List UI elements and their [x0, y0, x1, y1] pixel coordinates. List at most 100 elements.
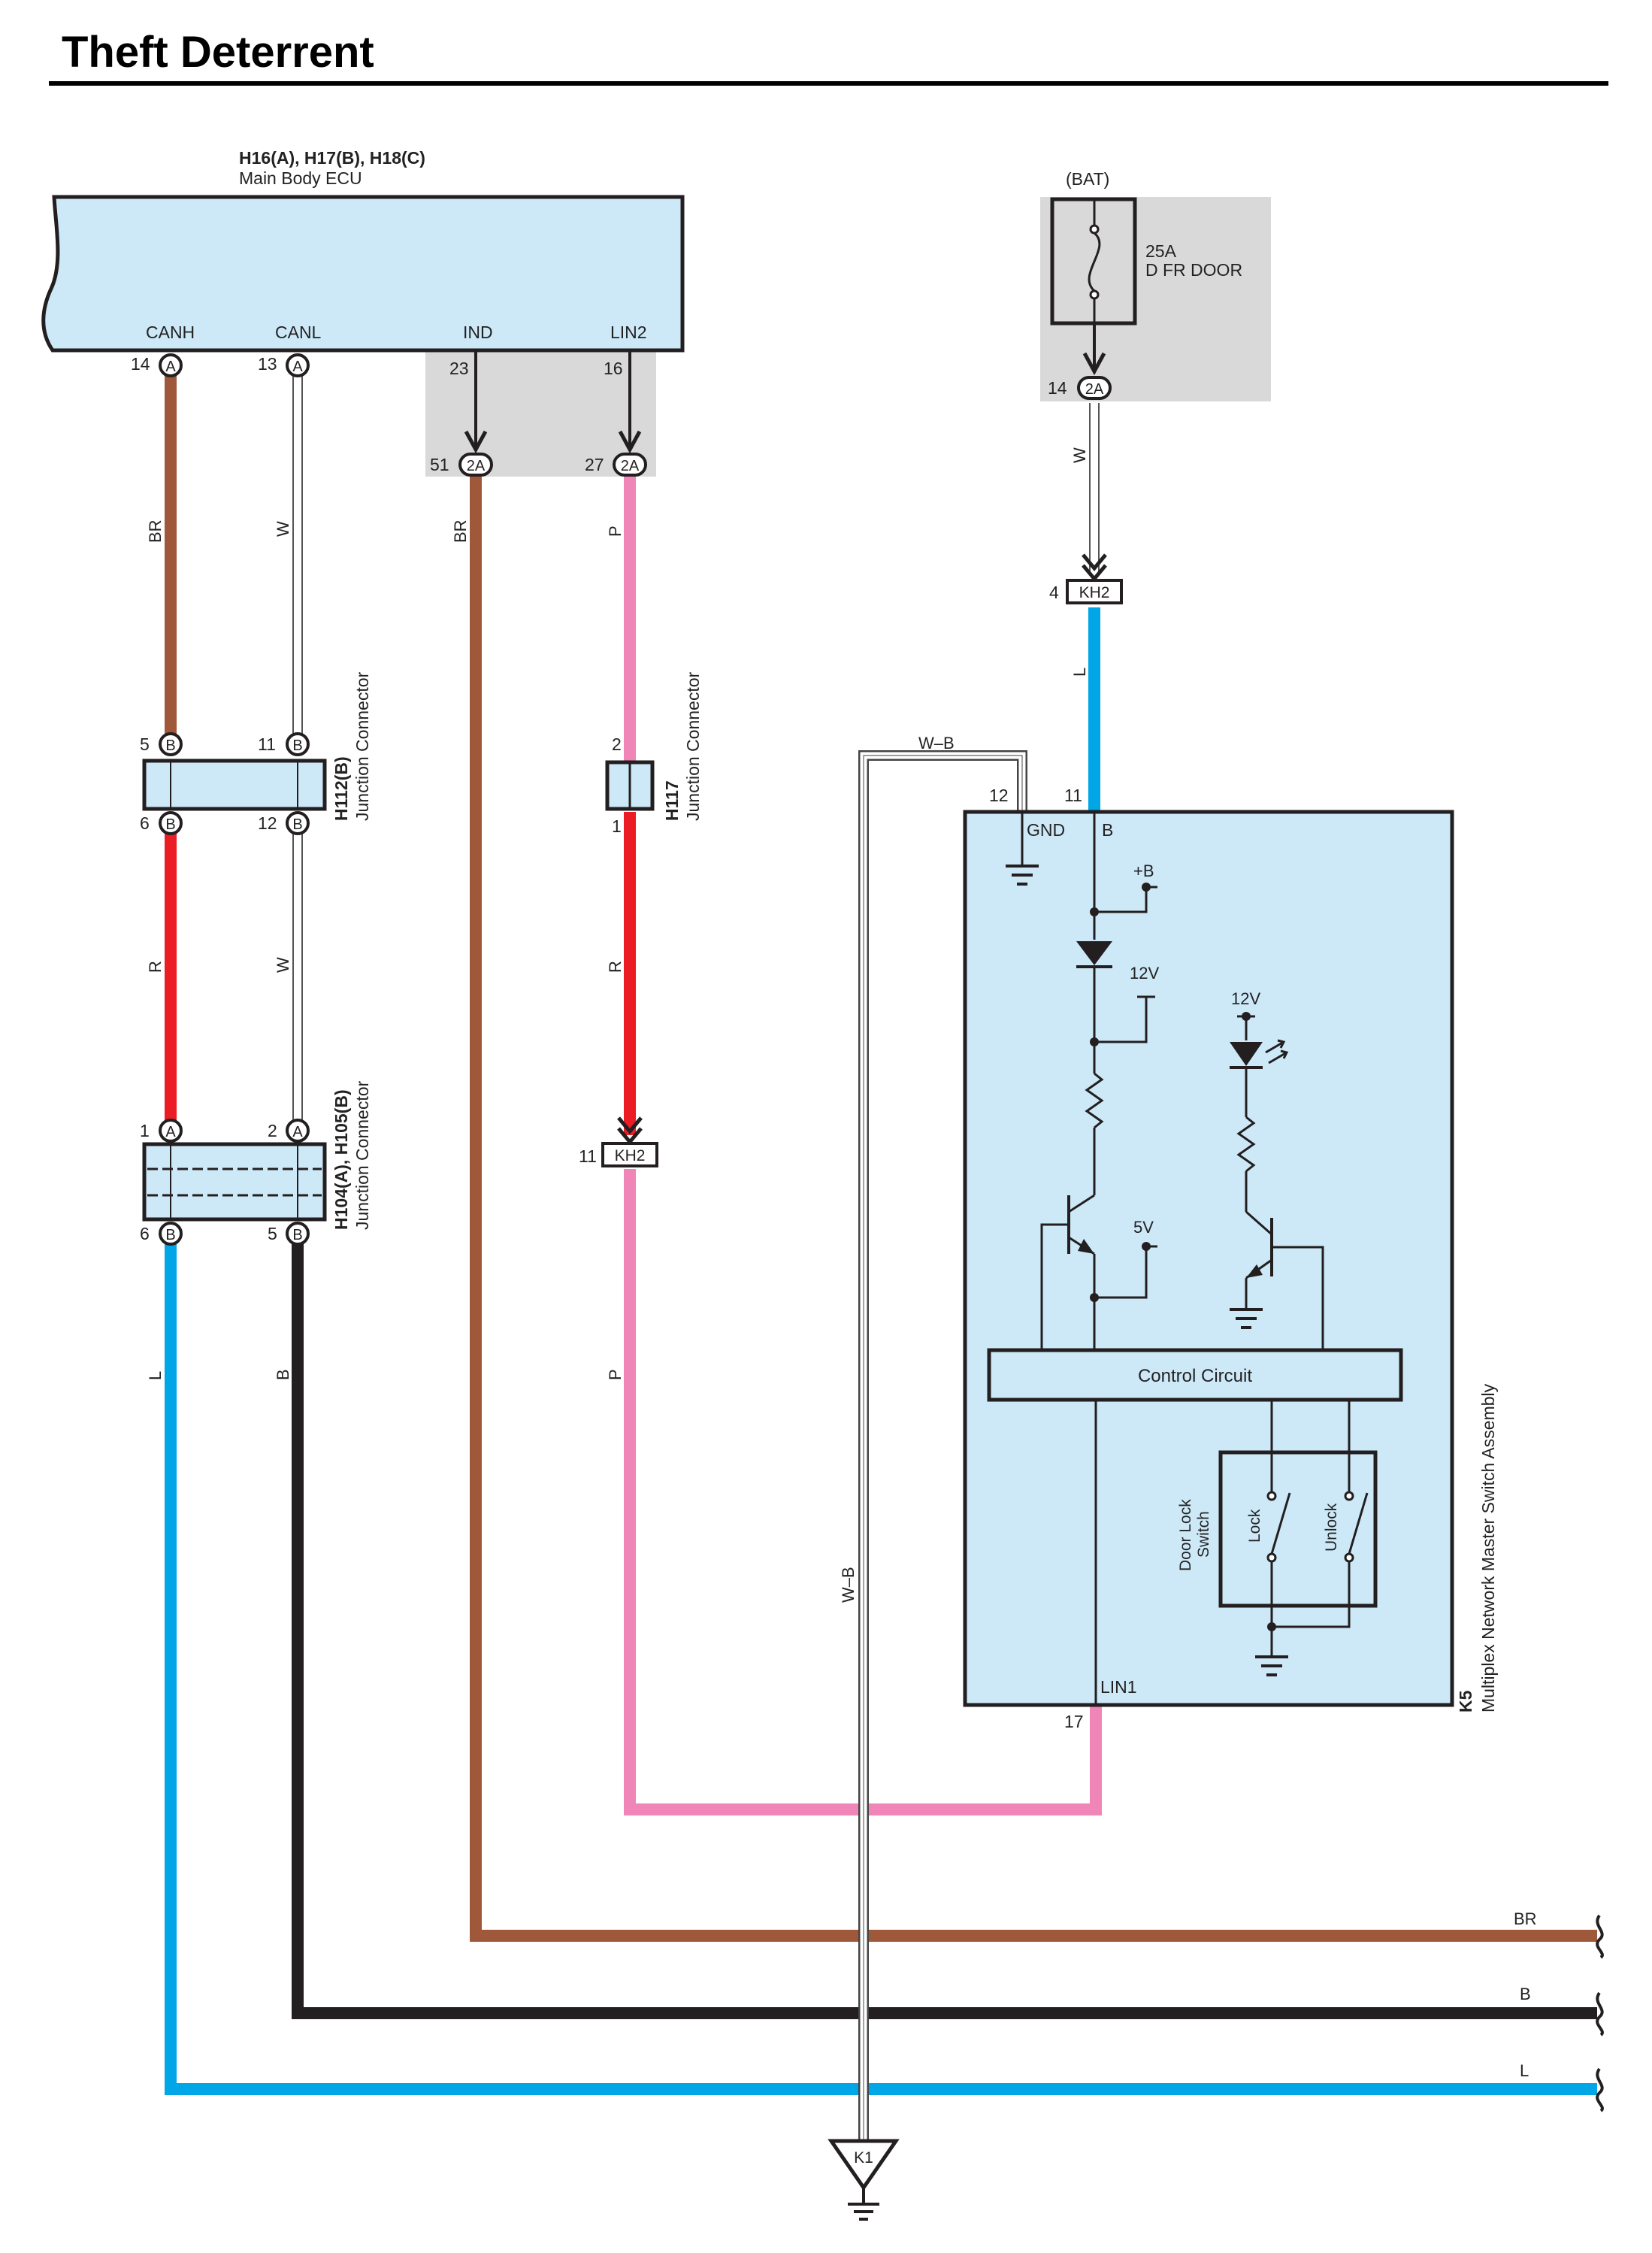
- h112-pin12: [286, 811, 310, 835]
- k5-num-b: 11: [1064, 786, 1082, 805]
- k5-led: [1230, 1042, 1263, 1066]
- k5-resistor-1: [1085, 1072, 1104, 1129]
- k5-unlock-contact-bottom: [1344, 1552, 1354, 1563]
- k5-code: K5: [1456, 1690, 1475, 1712]
- kh2-bat-num: 4: [1049, 583, 1059, 602]
- ecu-pin-lin2: LIN2: [610, 323, 647, 342]
- wire-label-p-lower: P: [606, 1369, 625, 1380]
- h112-pin5: [159, 732, 183, 756]
- continuation-b: [1596, 1991, 1604, 2036]
- k5-plusb-label: +B: [1133, 862, 1154, 880]
- k5-tr1-collector: [1068, 1194, 1095, 1213]
- h117-code: H117: [662, 780, 682, 821]
- wire-label-wb-top: W–B: [918, 734, 955, 753]
- wire-label-ind-br: BR: [451, 519, 470, 543]
- ecu-num-ind: 23: [449, 359, 469, 378]
- kh2-lin-num: 11: [579, 1146, 597, 1166]
- kh2-bat-label: KH2: [1079, 584, 1110, 601]
- jc-2a-lin2-pill: [613, 453, 647, 477]
- h112-pin6: [159, 811, 183, 835]
- wire-label-wb-vertical: W–B: [839, 1567, 858, 1603]
- ecu-num-canh: 14: [131, 354, 150, 374]
- k5-resistor-2: [1236, 1116, 1256, 1173]
- k5-5v-label: 5V: [1133, 1218, 1154, 1237]
- page-title: Theft Deterrent: [62, 28, 374, 77]
- k5-led-ray-1: [1265, 1039, 1286, 1054]
- wire-label-r-left: R: [146, 961, 165, 973]
- k5-5v-branch: [1094, 1246, 1148, 1299]
- k5-tr2-arrow: [1246, 1264, 1263, 1278]
- kh2-lin-box: [601, 1142, 658, 1167]
- h104-name: Junction Connector: [352, 1080, 372, 1230]
- h104-pin2-conn: A: [292, 1124, 303, 1140]
- ecu-pin-canh-conn: A: [165, 359, 176, 375]
- k5-name: Multiplex Network Master Switch Assembly: [1478, 1383, 1498, 1712]
- k5-12v-branch: [1094, 997, 1148, 1043]
- k5-tr2-collector: [1245, 1210, 1272, 1236]
- jc-2a-bat-pill: [1077, 376, 1112, 400]
- k5-unlock-lead-bottom: [1272, 1561, 1351, 1628]
- wire-label-canh-br: BR: [146, 519, 165, 543]
- arrow-ind: [464, 430, 488, 454]
- jc-2a-num-lin2: 27: [585, 455, 604, 474]
- k5-door-lock-label-1: Door Lock: [1177, 1499, 1194, 1571]
- h112-pin5-conn: B: [165, 737, 175, 754]
- wire-label-br-right: BR: [1514, 1909, 1537, 1928]
- ecu-num-canl: 13: [258, 354, 277, 374]
- ground-k1-triangle: [828, 2139, 900, 2191]
- k5-control-circuit-label: Control Circuit: [1138, 1366, 1252, 1386]
- kh2-bat-box: [1066, 579, 1123, 604]
- jc-2a-num-ind: 51: [430, 455, 449, 474]
- wire-l-bottom: [165, 1230, 1597, 2095]
- h117-num2: 2: [612, 734, 622, 754]
- fuse-terminal-top: [1089, 224, 1100, 235]
- k5-tr1-base-lead: [1040, 1223, 1069, 1350]
- k5-switch-node: [1267, 1622, 1276, 1631]
- k5-num-lin1: 17: [1064, 1712, 1084, 1731]
- main-body-ecu-box: [41, 195, 685, 353]
- ecu-pin-canl-circle: [286, 353, 310, 377]
- continuation-l: [1596, 2067, 1604, 2112]
- wire-label-lin2-p: P: [606, 525, 625, 537]
- k5-lock-blade: [1270, 1492, 1291, 1555]
- k5-lock-contact-bottom: [1266, 1552, 1277, 1563]
- h104-pin6: [159, 1222, 183, 1246]
- h104-pin1: [159, 1119, 183, 1143]
- kh2-lin-chevron-1: [617, 1116, 643, 1134]
- h117-num1: 1: [612, 816, 622, 836]
- h112-pin12-conn: B: [292, 816, 302, 833]
- k5-door-lock-switch-box: [1218, 1450, 1378, 1608]
- h112-pin6-conn: B: [165, 816, 175, 833]
- wire-label-l-right: L: [1520, 2061, 1529, 2080]
- jc-2a-lin2-label: 2A: [621, 458, 640, 474]
- k5-num-gnd: 12: [989, 786, 1009, 805]
- h112-num6: 6: [140, 813, 150, 833]
- ground-k1-label: K1: [854, 2149, 873, 2167]
- h104-code: H104(A), H105(B): [331, 1089, 351, 1230]
- fuse-element: [1088, 232, 1101, 292]
- bat-label: (BAT): [1066, 169, 1109, 189]
- k5-plusb-branch: [1094, 887, 1148, 913]
- h104-pin5-conn: B: [292, 1227, 302, 1243]
- h112-pin11: [286, 732, 310, 756]
- h112-num11: 11: [258, 734, 276, 754]
- wire-label-l-left: L: [146, 1371, 165, 1380]
- k5-tr2-base-lead: [1272, 1246, 1324, 1350]
- bat-fuse-region: [1040, 197, 1271, 401]
- continuation-br: [1596, 1914, 1604, 1959]
- ecu-num-lin2: 16: [604, 359, 623, 378]
- wire-label-r-h117: R: [606, 961, 625, 973]
- jc-2a-num-bat: 14: [1048, 378, 1067, 398]
- wire-label-w-mid: W: [274, 957, 292, 973]
- fuse-amp: 25A: [1145, 241, 1177, 261]
- k5-led-ray-2: [1268, 1049, 1289, 1064]
- wire-label-b-right: B: [1520, 1985, 1531, 2003]
- k5-box: [963, 810, 1454, 1707]
- k5-lock-label: Lock: [1246, 1509, 1263, 1543]
- h112-pin11-conn: B: [292, 737, 302, 754]
- h104-pin1-conn: A: [165, 1124, 176, 1140]
- wire-gnd-wb-center: [863, 755, 1023, 2156]
- ecu-header-name: Main Body ECU: [239, 168, 362, 188]
- kh2-bat-chevron-1: [1082, 553, 1107, 571]
